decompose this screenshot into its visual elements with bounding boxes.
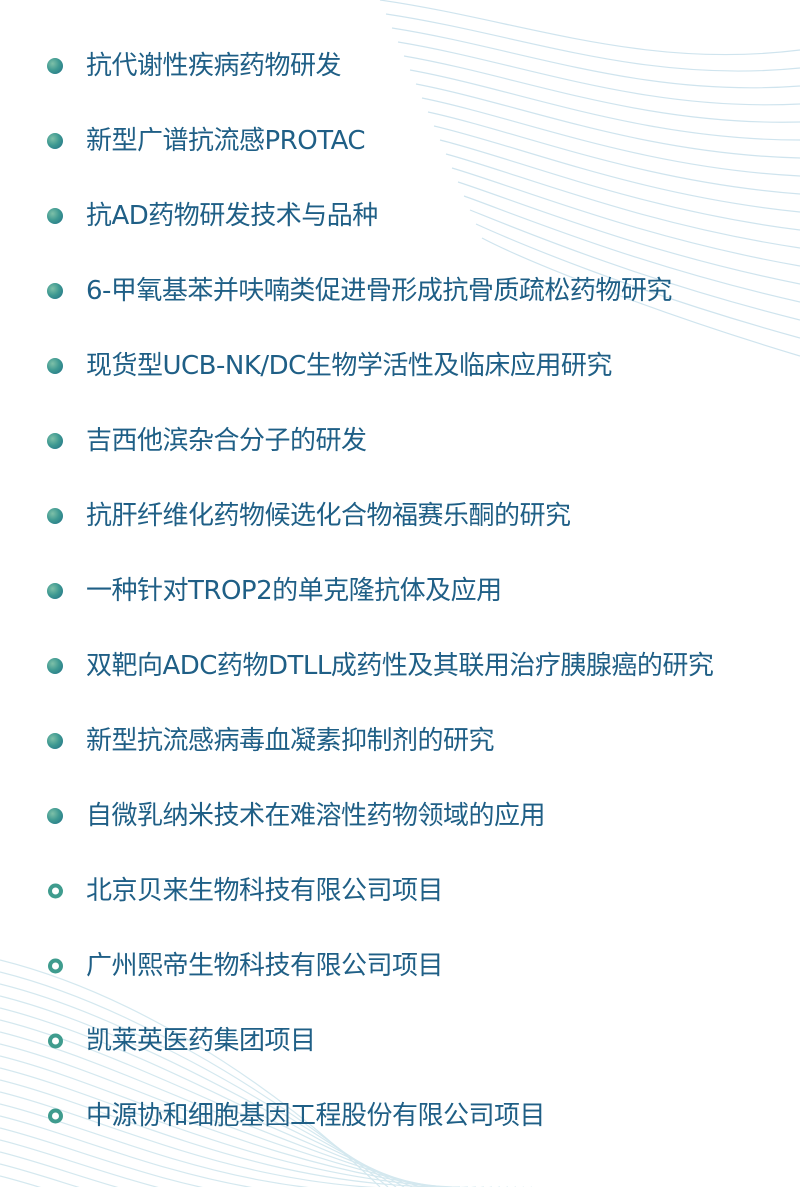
item-label: 新型广谱抗流感PROTAC — [86, 125, 366, 156]
list-item: 自微乳纳米技术在难溶性药物领域的应用 — [0, 778, 800, 853]
solid-dot-icon — [47, 807, 63, 824]
list-item: 双靶向ADC药物DTLL成药性及其联用治疗胰腺癌的研究 — [0, 628, 800, 703]
project-list: 抗代谢性疾病药物研发 新型广谱抗流感PROTAC 抗AD药物研发技术与品种 6-… — [0, 28, 800, 1153]
solid-dot-icon — [47, 507, 63, 524]
item-label: 自微乳纳米技术在难溶性药物领域的应用 — [86, 800, 546, 831]
list-item: 现货型UCB-NK/DC生物学活性及临床应用研究 — [0, 328, 800, 403]
item-label: 凯莱英医药集团项目 — [86, 1025, 316, 1056]
list-item: 广州熙帝生物科技有限公司项目 — [0, 928, 800, 1003]
item-label: 抗AD药物研发技术与品种 — [86, 200, 378, 231]
list-item: 吉西他滨杂合分子的研发 — [0, 403, 800, 478]
list-item: 6-甲氧基苯并呋喃类促进骨形成抗骨质疏松药物研究 — [0, 253, 800, 328]
list-item: 北京贝来生物科技有限公司项目 — [0, 853, 800, 928]
solid-dot-icon — [47, 132, 63, 149]
item-label: 广州熙帝生物科技有限公司项目 — [86, 950, 444, 981]
ring-dot-icon — [48, 1033, 63, 1048]
wave-line — [0, 1151, 508, 1187]
item-label: 6-甲氧基苯并呋喃类促进骨形成抗骨质疏松药物研究 — [86, 275, 672, 306]
item-label: 新型抗流感病毒血凝素抑制剂的研究 — [86, 725, 495, 756]
list-item: 抗代谢性疾病药物研发 — [0, 28, 800, 103]
item-label: 双靶向ADC药物DTLL成药性及其联用治疗胰腺癌的研究 — [86, 650, 714, 681]
item-label: 中源协和细胞基因工程股份有限公司项目 — [86, 1100, 546, 1131]
item-label: 一种针对TROP2的单克隆抗体及应用 — [86, 575, 502, 606]
list-item: 抗肝纤维化药物候选化合物福赛乐酮的研究 — [0, 478, 800, 553]
wave-line — [0, 1163, 516, 1187]
item-label: 抗肝纤维化药物候选化合物福赛乐酮的研究 — [86, 500, 571, 531]
solid-dot-icon — [47, 657, 63, 674]
solid-dot-icon — [47, 732, 63, 749]
item-label: 抗代谢性疾病药物研发 — [86, 50, 342, 81]
list-item: 一种针对TROP2的单克隆抗体及应用 — [0, 553, 800, 628]
item-label: 吉西他滨杂合分子的研发 — [86, 425, 367, 456]
solid-dot-icon — [47, 432, 63, 449]
list-item: 中源协和细胞基因工程股份有限公司项目 — [0, 1078, 800, 1153]
solid-dot-icon — [47, 282, 63, 299]
ring-dot-icon — [48, 1108, 63, 1123]
list-item: 新型广谱抗流感PROTAC — [0, 103, 800, 178]
solid-dot-icon — [47, 357, 63, 374]
wave-line — [0, 1175, 524, 1187]
ring-dot-icon — [48, 958, 63, 973]
list-item: 凯莱英医药集团项目 — [0, 1003, 800, 1078]
item-label: 北京贝来生物科技有限公司项目 — [86, 875, 444, 906]
list-item: 新型抗流感病毒血凝素抑制剂的研究 — [0, 703, 800, 778]
ring-dot-icon — [48, 883, 63, 898]
solid-dot-icon — [47, 57, 63, 74]
solid-dot-icon — [47, 582, 63, 599]
item-label: 现货型UCB-NK/DC生物学活性及临床应用研究 — [86, 350, 612, 381]
list-item: 抗AD药物研发技术与品种 — [0, 178, 800, 253]
solid-dot-icon — [47, 207, 63, 224]
